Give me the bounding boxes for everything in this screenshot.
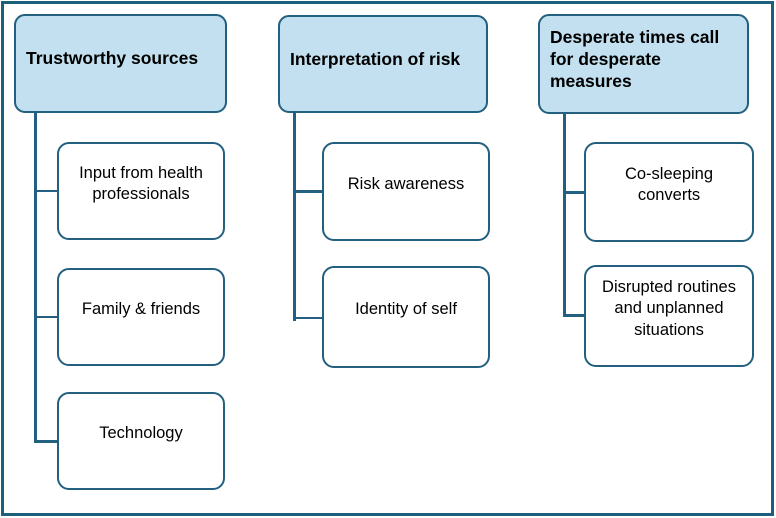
theme-label: Trustworthy sources (26, 48, 199, 69)
subtheme-label: Co-sleeping converts (624, 164, 714, 204)
connector-hline-col1-2 (34, 315, 57, 318)
subtheme-box-risk-awareness: Risk awareness (322, 142, 490, 241)
theme-label: Desperate times call for desperate measu… (550, 26, 720, 92)
subtheme-label: Identity of self (355, 300, 457, 319)
connector-hline-col2-2 (293, 316, 322, 319)
connector-hline-col3-2 (563, 314, 584, 317)
subtheme-label: Risk awareness (347, 174, 465, 193)
subtheme-box-input-from-health-professionals: Input from health professionals (57, 142, 225, 240)
theme-box-desperate-times: Desperate times call for desperate measu… (538, 14, 749, 114)
theme-box-trustworthy-sources: Trustworthy sources (14, 14, 227, 113)
theme-box-interpretation-of-risk: Interpretation of risk (278, 15, 488, 113)
theme-label: Interpretation of risk (290, 48, 461, 69)
subtheme-box-family-and-friends: Family & friends (57, 268, 225, 366)
subtheme-box-disrupted-routines: Disrupted routines and unplanned situati… (584, 265, 754, 367)
connector-hline-col3-1 (563, 191, 584, 194)
connector-vline-col3 (563, 114, 566, 317)
subtheme-box-technology: Technology (57, 392, 225, 490)
subtheme-box-identity-of-self: Identity of self (322, 266, 490, 368)
connector-vline-col2 (293, 113, 296, 321)
subtheme-label: Technology (99, 424, 183, 443)
subtheme-label: Family & friends (81, 300, 201, 319)
connector-vline-col1 (34, 113, 37, 442)
connector-hline-col1-3 (34, 440, 57, 443)
connector-hline-col1-1 (34, 189, 57, 192)
connector-hline-col2-1 (293, 190, 322, 193)
subtheme-box-co-sleeping-converts: Co-sleeping converts (584, 142, 754, 242)
subtheme-label: Disrupted routines and unplanned situati… (602, 278, 736, 339)
subtheme-label: Input from health professionals (79, 163, 203, 203)
